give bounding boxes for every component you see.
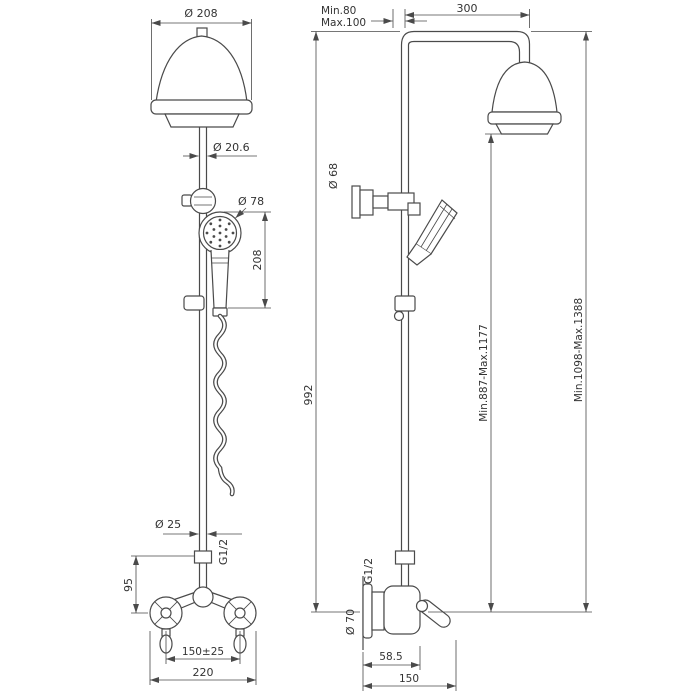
mixer-front (149, 550, 257, 654)
dim-label-union-spacing: 150±25 (182, 646, 224, 658)
dim-label-head-diameter: Ø 208 (184, 7, 217, 20)
dim-label-body-height: 95 (122, 578, 135, 592)
hose-bracket-front (183, 295, 205, 311)
dim-label-overall-width: 220 (193, 666, 214, 679)
dim-label-escutcheon-diameter: Ø 70 (344, 609, 357, 635)
dim-label-wall-to-outlet: 58.5 (379, 651, 402, 663)
dim-wall-to-handle: 150 (362, 640, 457, 691)
side-view: 300 Min.80 Max.100 Ø 68 992 Min.887-Max.… (302, 2, 592, 691)
shower-arm-side (400, 30, 562, 135)
dim-label-wall-distance-min: Min.80 (321, 5, 356, 17)
slider-holder-side (393, 295, 416, 322)
wall-bracket-side (351, 185, 415, 219)
hand-shower-front (198, 211, 242, 317)
dim-hand-shower-diameter: Ø 78 (235, 195, 264, 219)
dim-label-head-height-range: Min.887-Max.1177 (478, 324, 490, 422)
front-view: Ø 208 Ø 20.6 Ø 78 208 Ø 25 G1/2 (122, 7, 271, 685)
thread-label-front: G1/2 (217, 539, 230, 565)
dim-wall-to-outlet: 58.5 (362, 646, 421, 670)
dim-wall-distance: Min.80 Max.100 (321, 5, 427, 29)
thread-label-side: G1/2 (362, 558, 375, 584)
dim-overall-height-range: Min.1098-Max.1388 (531, 31, 592, 612)
dim-label-bracket-diameter: Ø 68 (327, 163, 340, 189)
dim-union-spacing: 150±25 (165, 631, 241, 664)
dim-label-overall-height-range: Min.1098-Max.1388 (573, 298, 585, 402)
dim-label-pipe-diameter: Ø 20.6 (213, 141, 250, 154)
dim-head-height-range: Min.887-Max.1177 (478, 133, 502, 612)
dim-label-wall-to-handle: 150 (399, 673, 419, 685)
hand-shower-hose (213, 313, 235, 497)
dim-body-height: 95 (122, 555, 194, 614)
mixer-side (362, 550, 451, 650)
dim-hand-shower-length: 208 (224, 211, 271, 309)
dim-label-hand-shower-diameter: Ø 78 (238, 195, 264, 208)
spray-face-dots (205, 218, 235, 248)
dim-riser-diameter: Ø 25 (155, 518, 242, 537)
dim-head-diameter: Ø 208 (151, 7, 252, 100)
dim-label-hand-shower-length: 208 (251, 250, 264, 271)
dim-label-riser-length: 992 (302, 385, 315, 406)
dim-riser-length: 992 (302, 31, 400, 613)
dim-pipe-diameter: Ø 20.6 (183, 141, 257, 159)
dim-overall-width: 220 (149, 631, 257, 685)
dim-label-arm-reach: 300 (457, 2, 478, 15)
dim-label-wall-distance-max: Max.100 (321, 17, 366, 29)
hand-shower-side (406, 199, 458, 266)
dim-arm-reach: 300 (404, 2, 530, 28)
overhead-shower-front (150, 27, 253, 128)
slider-holder-front (181, 187, 217, 215)
dim-label-riser-diameter: Ø 25 (155, 518, 181, 531)
